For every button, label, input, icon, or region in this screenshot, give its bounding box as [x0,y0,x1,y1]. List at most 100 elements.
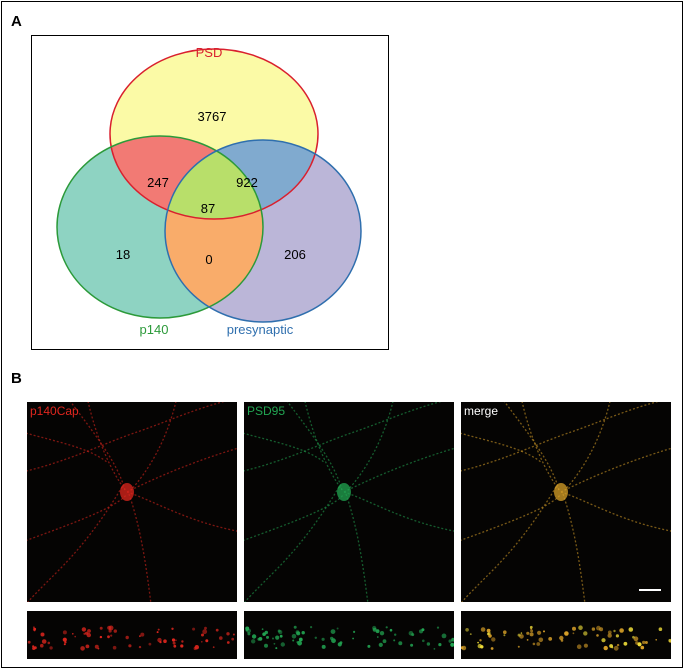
punctum [193,646,197,651]
punctum [62,637,67,642]
punctum [426,642,431,646]
punctum [251,634,257,639]
punctum [480,627,486,632]
punctum [85,631,89,635]
punctum [33,627,37,631]
neurite [27,486,123,602]
punctum [192,627,196,631]
punctum [171,638,176,642]
punctum [314,636,317,639]
punctum [408,631,414,636]
neurite [562,493,586,602]
punctum [596,634,599,637]
neurite [130,402,177,491]
punctum [637,642,642,647]
punctum [138,645,142,649]
punctum [125,635,129,640]
punctum [251,639,256,644]
punctum [529,625,533,629]
punctum [40,632,45,637]
punctum [41,639,47,644]
punctum [113,629,118,633]
punctum [72,633,74,635]
neurite [343,491,454,532]
punctum [382,639,387,644]
punctum [112,645,117,650]
p140-outline [56,135,264,319]
punctum [175,639,177,642]
punctum [157,628,160,631]
punctum [231,637,235,641]
punctum [264,643,268,648]
merge-neurites [461,402,671,602]
punctum [436,626,440,629]
punctum [372,627,377,632]
scale-bar [639,589,661,591]
neurite [27,493,128,541]
merge-micrograph: merge [461,402,671,602]
punctum [503,630,507,634]
punctum [226,632,230,636]
punctum [156,631,159,634]
neurite [461,493,562,541]
punctum [280,642,285,647]
neurite [244,432,325,463]
punctum [389,628,393,632]
neurite [27,402,225,472]
p140cap-label: p140Cap [30,404,79,418]
neurite [244,402,442,472]
punctum [385,626,388,629]
punctum [266,635,269,639]
punctum [171,627,174,630]
punctum [441,633,447,639]
neurite [503,402,560,491]
punctum [607,633,612,638]
punctum [526,639,529,641]
psd-presynaptic-count: 922 [236,175,258,190]
psd95-zoom-strip [244,611,454,659]
punctum [642,640,646,645]
punctum [258,637,263,641]
punctum [261,628,264,631]
punctum [245,629,248,632]
neurite [347,402,394,491]
neurite [126,491,237,532]
punctum [87,629,91,633]
psd95-neurites [244,402,454,602]
punctum [74,635,76,638]
punctum [572,632,575,635]
punctum [379,631,385,636]
punctum [619,628,624,633]
punctum [330,636,334,641]
punctum [107,635,110,639]
neurite [128,493,152,602]
cell-body [120,483,134,501]
punctum [226,641,230,644]
punctum [615,634,619,638]
punctum [477,643,482,649]
punctum [469,633,472,635]
punctum [438,643,442,647]
punctum [410,643,414,647]
punctum [181,640,184,643]
punctum [292,639,295,642]
punctum [578,625,583,630]
punctum [293,625,297,629]
punctum [279,634,283,638]
cell-body [554,483,568,501]
punctum [232,633,235,636]
p140-only-count: 18 [116,247,130,262]
punctum [517,633,521,637]
punctum [81,627,87,632]
merge-zoom-strip [461,611,671,659]
psd95-label: PSD95 [247,404,286,418]
punctum [503,634,506,637]
punctum [264,630,268,635]
punctum [607,630,612,635]
neurite [244,486,340,602]
punctum [633,636,639,642]
punctum [644,641,648,644]
punctum [296,631,301,636]
punctum [330,629,336,634]
